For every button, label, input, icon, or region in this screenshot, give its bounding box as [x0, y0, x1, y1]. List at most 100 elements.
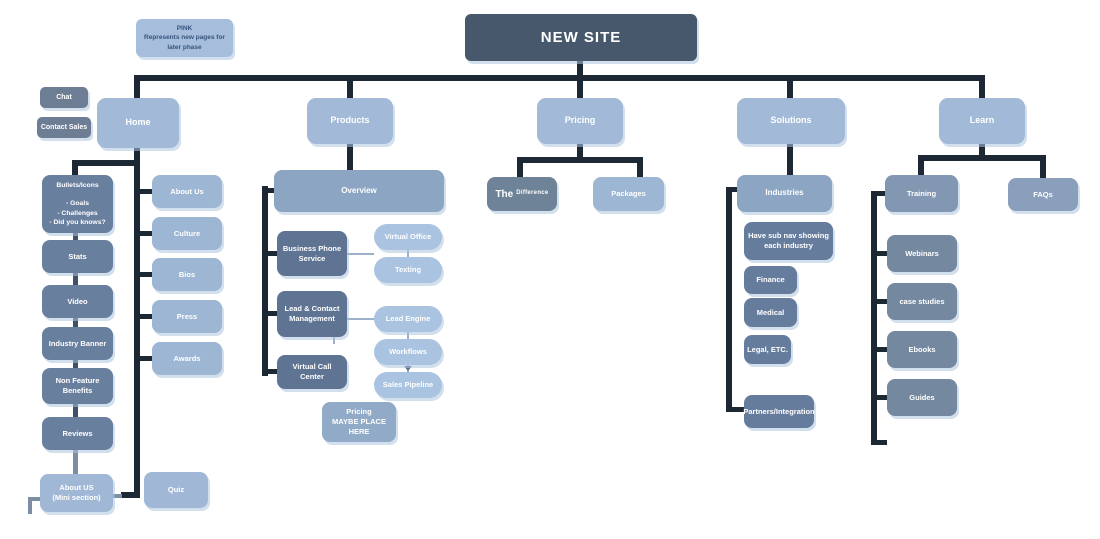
- connector: [787, 144, 793, 175]
- connector: [262, 186, 268, 376]
- connector: [347, 253, 374, 255]
- node-video[interactable]: Video: [42, 285, 113, 318]
- node-bios[interactable]: Bios: [152, 258, 222, 291]
- connector: [140, 272, 152, 277]
- node-solutions[interactable]: Solutions: [737, 98, 845, 144]
- the-difference-label-large: The: [495, 188, 514, 200]
- node-non-feature-benefits[interactable]: Non Feature Benefits: [42, 368, 113, 404]
- node-pricing-note[interactable]: Pricing MAYBE PLACE HERE: [322, 402, 396, 442]
- node-products[interactable]: Products: [307, 98, 393, 144]
- node-case-studies[interactable]: case studies: [887, 283, 957, 320]
- connector: [577, 144, 583, 157]
- connector: [787, 81, 793, 99]
- node-medical[interactable]: Medical: [744, 298, 797, 327]
- connector: [73, 233, 78, 240]
- the-difference-label-small: Difference: [516, 190, 549, 197]
- node-webinars[interactable]: Webinars: [887, 235, 957, 272]
- node-bullets-icons[interactable]: Bullets/Icons - Goals - Challenges - Did…: [42, 175, 113, 233]
- node-packages[interactable]: Packages: [593, 177, 664, 211]
- connector: [979, 144, 985, 155]
- node-virtual-office[interactable]: Virtual Office: [374, 224, 442, 250]
- node-industry-banner[interactable]: Industry Banner: [42, 327, 113, 360]
- connector: [517, 157, 643, 163]
- node-quiz[interactable]: Quiz: [144, 472, 208, 508]
- connector: [73, 273, 78, 285]
- connector: [517, 163, 523, 177]
- connector: [134, 81, 140, 99]
- connector: [73, 318, 78, 327]
- connector: [268, 251, 277, 256]
- node-business-phone-service[interactable]: Business Phone Service: [277, 231, 347, 276]
- node-press[interactable]: Press: [152, 300, 222, 333]
- connector: [877, 251, 887, 256]
- node-finance[interactable]: Finance: [744, 266, 797, 294]
- connector: [134, 148, 140, 498]
- connector: [347, 81, 353, 99]
- connector: [637, 163, 643, 177]
- node-chat[interactable]: Chat: [40, 87, 88, 108]
- node-partners-integration[interactable]: Partners/Integration: [743, 395, 815, 428]
- connector: [871, 191, 877, 445]
- connector: [333, 337, 335, 344]
- node-about-us-mini[interactable]: About US (Mini section): [40, 474, 113, 512]
- node-guides[interactable]: Guides: [887, 379, 957, 416]
- connector: [732, 187, 739, 192]
- connector: [347, 318, 374, 320]
- node-pricing[interactable]: Pricing: [537, 98, 623, 144]
- connector: [877, 347, 887, 352]
- connector: [140, 356, 152, 361]
- connector: [72, 160, 140, 166]
- connector: [268, 369, 277, 374]
- node-training[interactable]: Training: [885, 175, 958, 212]
- node-industries-subnav-note[interactable]: Have sub nav showing each industry: [744, 222, 833, 260]
- node-faqs[interactable]: FAQs: [1008, 178, 1078, 211]
- connector: [268, 311, 277, 316]
- node-industries[interactable]: Industries: [737, 175, 832, 212]
- node-stats[interactable]: Stats: [42, 240, 113, 273]
- node-contact-sales[interactable]: Contact Sales: [37, 117, 91, 138]
- node-awards[interactable]: Awards: [152, 342, 222, 375]
- connector: [140, 189, 152, 194]
- node-home[interactable]: Home: [97, 98, 179, 148]
- connector: [979, 81, 985, 99]
- connector: [73, 450, 78, 474]
- connector: [73, 360, 78, 368]
- node-the-difference[interactable]: The Difference: [487, 177, 557, 211]
- node-about-us[interactable]: About Us: [152, 175, 222, 208]
- connector: [268, 188, 275, 193]
- connector: [577, 61, 583, 76]
- node-virtual-call-center[interactable]: Virtual Call Center: [277, 355, 347, 389]
- node-texting[interactable]: Texting: [374, 257, 442, 283]
- connector: [28, 497, 41, 501]
- connector: [577, 81, 583, 99]
- connector: [407, 332, 409, 340]
- connector: [877, 299, 887, 304]
- connector: [28, 497, 32, 514]
- connector: [72, 166, 78, 176]
- arrow-down-icon: [404, 366, 412, 371]
- connector: [347, 144, 353, 170]
- connector: [140, 231, 152, 236]
- connector: [1040, 161, 1046, 178]
- node-new-site[interactable]: NEW SITE: [465, 14, 697, 61]
- connector: [918, 155, 1046, 161]
- node-lead-contact-management[interactable]: Lead & Contact Management: [277, 291, 347, 337]
- node-sales-pipeline[interactable]: Sales Pipeline: [374, 372, 442, 398]
- legend-note[interactable]: PINK Represents new pages for later phas…: [136, 19, 233, 57]
- connector: [726, 407, 744, 412]
- node-workflows[interactable]: Workflows: [374, 339, 442, 365]
- connector: [73, 404, 78, 417]
- node-culture[interactable]: Culture: [152, 217, 222, 250]
- node-lead-engine[interactable]: Lead Engine: [374, 306, 442, 332]
- connector: [877, 395, 887, 400]
- connector: [726, 187, 732, 412]
- node-legal-etc[interactable]: Legal, ETC.: [744, 335, 791, 364]
- connector: [113, 494, 122, 498]
- node-overview[interactable]: Overview: [274, 170, 444, 212]
- node-learn[interactable]: Learn: [939, 98, 1025, 144]
- connector: [121, 492, 140, 498]
- connector: [140, 314, 152, 319]
- node-ebooks[interactable]: Ebooks: [887, 331, 957, 368]
- node-reviews[interactable]: Reviews: [42, 417, 113, 450]
